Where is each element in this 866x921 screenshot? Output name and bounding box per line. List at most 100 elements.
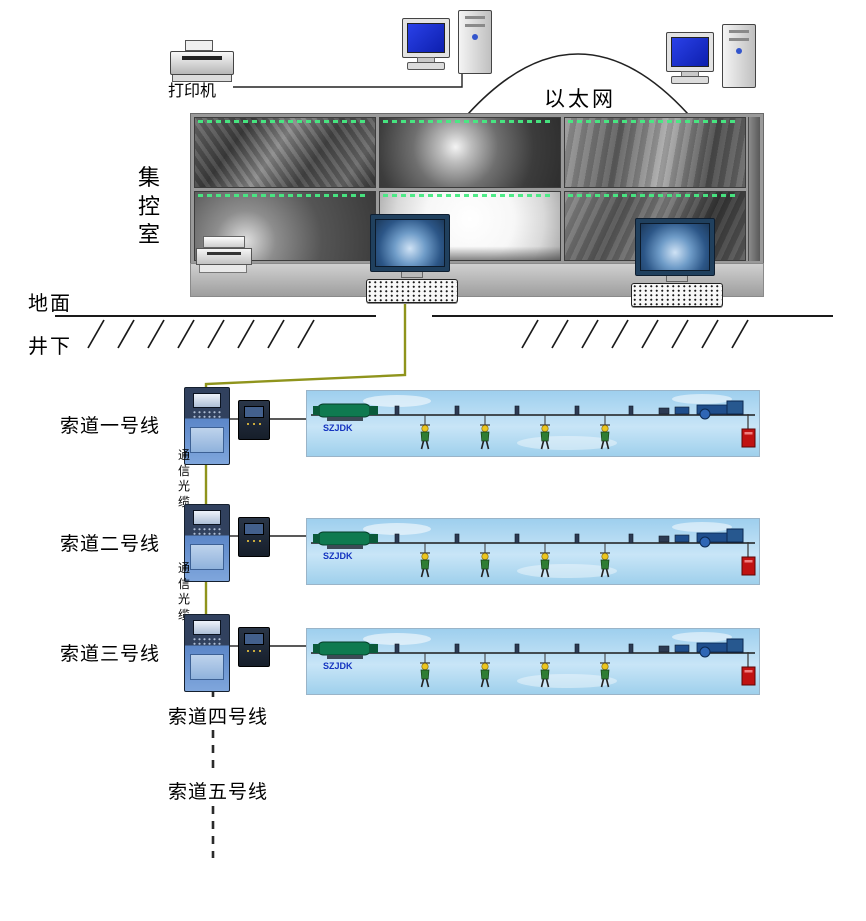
printer-tray bbox=[199, 265, 247, 273]
underground-label: 井下 bbox=[28, 336, 72, 358]
monitor-base bbox=[407, 62, 445, 70]
fiber-cable-drop bbox=[204, 296, 407, 388]
passenger-icon bbox=[540, 653, 550, 688]
monitor-screen bbox=[671, 37, 709, 67]
cabinet-display bbox=[193, 393, 221, 408]
cableway-illustration: SZJDK bbox=[307, 391, 759, 456]
workstation-left bbox=[366, 214, 458, 303]
printer-body bbox=[170, 51, 234, 75]
control-room-label: 集控室 bbox=[138, 165, 161, 248]
workstation-right bbox=[631, 218, 723, 307]
workstation-screen bbox=[640, 223, 710, 271]
passenger-icon bbox=[480, 415, 490, 450]
workstation-keyboard bbox=[366, 279, 458, 303]
ground-hatch-left bbox=[87, 319, 315, 349]
camera-osd-text bbox=[568, 193, 735, 197]
banner-brand-text: SZJDK bbox=[323, 551, 353, 561]
workstation-keyboard bbox=[631, 283, 723, 307]
passenger-icon bbox=[540, 415, 550, 450]
video-wall bbox=[190, 113, 764, 265]
cableway-line5-label: 索道五号线 bbox=[168, 782, 269, 803]
control-cabinet-icon-2 bbox=[184, 504, 230, 582]
cabinet-panel bbox=[190, 654, 224, 680]
cabinet-display bbox=[193, 620, 221, 635]
junction-leds bbox=[245, 538, 263, 544]
computer-tower-icon bbox=[722, 24, 756, 88]
cabinet-panel bbox=[190, 427, 224, 453]
monitor-icon bbox=[402, 18, 450, 58]
ethernet-arc bbox=[467, 53, 689, 115]
drive-slot bbox=[729, 38, 749, 41]
junction-leds bbox=[245, 421, 263, 427]
cableway-line3-label: 索道三号线 bbox=[60, 644, 161, 665]
ground-hatch-right bbox=[521, 319, 749, 349]
monitor-icon bbox=[666, 32, 714, 72]
power-button-icon bbox=[472, 34, 478, 40]
cable-hangers bbox=[394, 405, 690, 416]
junction-box-icon-1 bbox=[238, 400, 270, 440]
drive-slot bbox=[465, 16, 485, 19]
drive-slot bbox=[729, 30, 749, 33]
ethernet-label: 以太网 bbox=[544, 87, 616, 111]
monitor-stand bbox=[666, 276, 688, 282]
video-wall-side-panel bbox=[748, 117, 760, 261]
cableway-illustration: SZJDK bbox=[307, 629, 759, 694]
passenger-icon bbox=[600, 653, 610, 688]
console-printer-icon bbox=[196, 236, 252, 273]
printer-to-pc-wire bbox=[233, 74, 463, 88]
camera-osd-text bbox=[568, 120, 735, 123]
junction-box-icon-2 bbox=[238, 517, 270, 557]
tension-weight-icon bbox=[741, 428, 756, 448]
junction-leds bbox=[245, 648, 263, 654]
desktop-computer-left bbox=[402, 10, 494, 78]
power-button-icon bbox=[736, 48, 742, 54]
workstation-monitor bbox=[370, 214, 450, 272]
camera-osd-text bbox=[198, 193, 365, 197]
banner-brand-text: SZJDK bbox=[323, 661, 353, 671]
printer-body bbox=[196, 248, 252, 265]
junction-display bbox=[244, 523, 264, 535]
junction-display bbox=[244, 633, 264, 645]
junction-box-icon-3 bbox=[238, 627, 270, 667]
video-feed bbox=[194, 117, 376, 188]
fiber-cable-label-1: 通信光缆 bbox=[178, 448, 191, 509]
tension-weight-icon bbox=[741, 556, 756, 576]
control-cabinet-icon-3 bbox=[184, 614, 230, 692]
cableway-scene-3: SZJDK bbox=[306, 628, 760, 695]
passenger-icon bbox=[600, 415, 610, 450]
printer-slot bbox=[207, 252, 241, 255]
workstation-screen bbox=[375, 219, 445, 267]
cableway-line4-label: 索道四号线 bbox=[168, 707, 269, 728]
passenger-icon bbox=[420, 653, 430, 688]
passenger-icon bbox=[480, 543, 490, 578]
cable-hangers bbox=[394, 643, 690, 654]
banner-brand-text: SZJDK bbox=[323, 423, 353, 433]
control-cabinet-icon-1 bbox=[184, 387, 230, 465]
video-feed bbox=[379, 117, 561, 188]
printer-label: 打印机 bbox=[168, 83, 217, 100]
cableway-line1-label: 索道一号线 bbox=[60, 416, 161, 437]
cableway-illustration: SZJDK bbox=[307, 519, 759, 584]
cabinet-buttons bbox=[192, 637, 222, 646]
monitor-screen bbox=[407, 23, 445, 53]
printer-paper-feed bbox=[203, 236, 245, 248]
video-wall-grid bbox=[194, 117, 746, 261]
junction-display bbox=[244, 406, 264, 418]
printer-paper-feed bbox=[185, 40, 213, 51]
cable-hangers bbox=[394, 533, 690, 544]
monitor-base bbox=[671, 76, 709, 84]
camera-osd-text bbox=[383, 193, 550, 197]
video-feed bbox=[564, 117, 746, 188]
camera-osd-text bbox=[383, 120, 550, 123]
computer-tower-icon bbox=[458, 10, 492, 74]
passenger-icon bbox=[540, 543, 550, 578]
passenger-icon bbox=[480, 653, 490, 688]
cabinet-panel bbox=[190, 544, 224, 570]
passenger-icon bbox=[600, 543, 610, 578]
printer-icon bbox=[170, 40, 234, 82]
printer-tray bbox=[172, 75, 232, 82]
cableway-scene-2: SZJDK bbox=[306, 518, 760, 585]
drive-slot bbox=[465, 24, 485, 27]
